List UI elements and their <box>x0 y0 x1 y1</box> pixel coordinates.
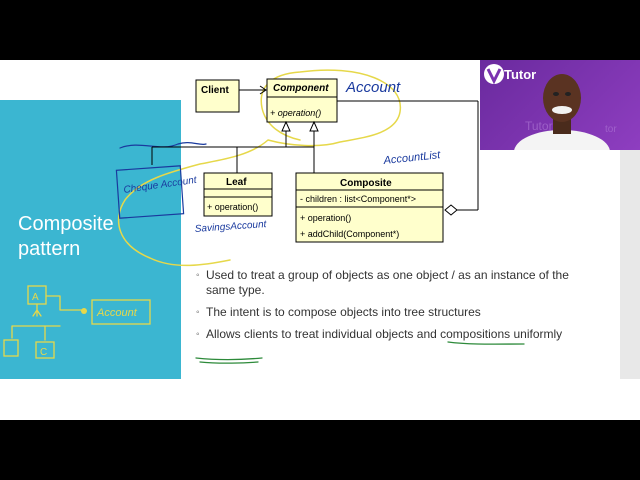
composite-class-box: Composite - children : list<Component*> … <box>295 172 444 243</box>
bullet-text: Allows clients to treat individual objec… <box>206 327 563 341</box>
svg-text:A: A <box>32 292 39 303</box>
composite-method-addchild: + addChild(Component*) <box>300 229 399 239</box>
side-sketch-label: Account <box>96 307 138 319</box>
component-method: + operation() <box>270 108 321 118</box>
ink-wave <box>119 141 207 149</box>
leaf-label: Leaf <box>226 177 247 188</box>
account-annotation: Account <box>345 79 401 96</box>
presenter-video: Tutor tor Tutor <box>484 64 617 150</box>
cheque-account-sketch-box <box>115 165 185 219</box>
vtutor-logo-icon <box>484 64 504 85</box>
component-label: Component <box>273 83 329 94</box>
client-class-box: Client <box>195 79 240 113</box>
bullet-text: Used to treat a group of objects as one … <box>206 268 569 297</box>
leaf-method: + operation() <box>207 202 258 212</box>
cheque-account-annotation: Cheque Account <box>123 175 199 196</box>
underline-compositions <box>447 341 525 345</box>
component-class-box: Component + operation() <box>266 78 338 123</box>
slide-edge-strip <box>620 100 640 379</box>
composite-label: Composite <box>340 178 392 189</box>
highlight-stroke <box>117 69 401 267</box>
slide-title: Composite pattern <box>18 213 114 260</box>
bullet-item: ◦Allows clients to treat individual obje… <box>196 327 563 341</box>
sketch-tree: A Account C <box>3 285 151 359</box>
composite-method-operation: + operation() <box>300 213 351 223</box>
leaf-class-box: Leaf + operation() <box>203 172 273 217</box>
svg-text:C: C <box>40 347 47 358</box>
bullet-text: The intent is to compose objects into tr… <box>206 305 481 319</box>
bullet-list: ◦Used to treat a group of objects as one… <box>196 268 576 349</box>
bullet-item: ◦The intent is to compose objects into t… <box>196 305 481 319</box>
uml-diagram: Client Component + operation() <box>3 69 525 364</box>
vtutor-brand: Tutor <box>504 67 536 82</box>
savings-account-annotation: SavingsAccount <box>194 219 268 235</box>
webcam-overlay: Tutor tor Tutor <box>480 60 640 150</box>
account-list-annotation: AccountList <box>382 149 442 167</box>
composite-attribute: - children : list<Component*> <box>300 194 416 204</box>
svg-text:Tutor: Tutor <box>525 119 553 133</box>
underline-uniformly <box>195 357 263 364</box>
bullet-item: ◦Used to treat a group of objects as one… <box>196 268 569 297</box>
client-label: Client <box>201 85 229 96</box>
svg-text:tor: tor <box>605 124 617 135</box>
